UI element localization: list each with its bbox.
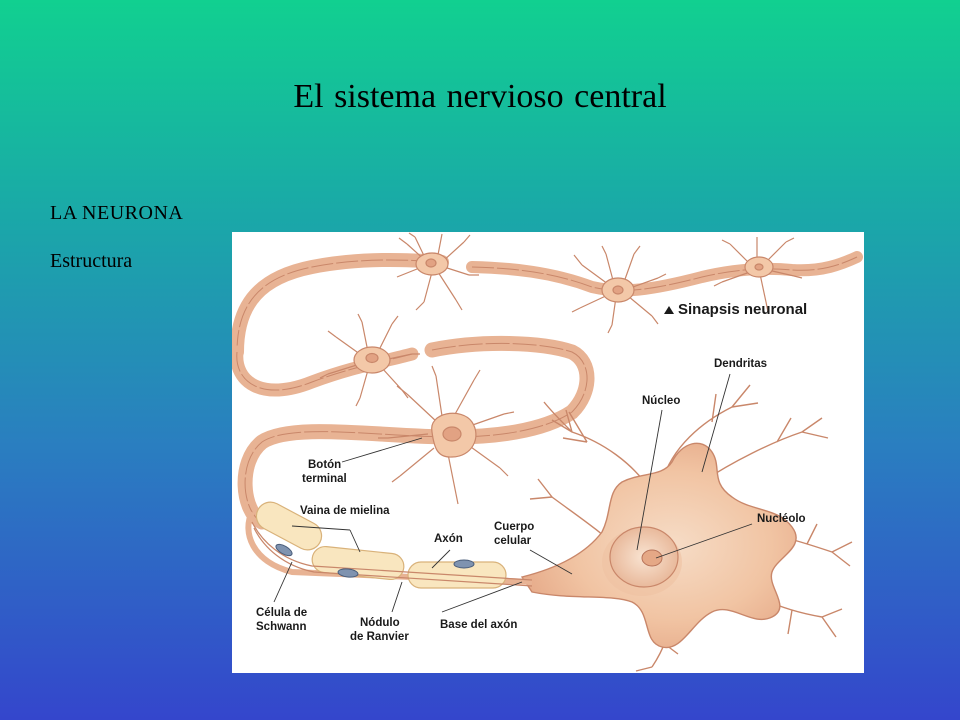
- label-base: Base del axón: [440, 619, 517, 631]
- label-vaina: Vaina de mielina: [300, 505, 390, 517]
- schwann-nucleus: [337, 568, 359, 578]
- schwann-nucleus: [453, 559, 475, 569]
- neuron-diagram: Sinapsis neuronal Dendritas Núcleo Nuclé…: [232, 232, 864, 673]
- label-celula-2: Schwann: [256, 621, 306, 633]
- small-neuron-2: [571, 245, 667, 334]
- subtitle-neurona: LA NEURONA: [50, 202, 184, 224]
- label-nucleo: Núcleo: [642, 395, 680, 407]
- small-neuron-4: [319, 313, 420, 407]
- small-neuron-5: [378, 365, 515, 505]
- myelinated-axon: [245, 501, 533, 589]
- label-celula-1: Célula de: [256, 607, 307, 619]
- small-neuron-1: [396, 232, 479, 311]
- label-cuerpo-1: Cuerpo: [494, 521, 534, 533]
- neuron-illustration: Sinapsis neuronal Dendritas Núcleo Nuclé…: [232, 232, 863, 672]
- small-neuron-3: [713, 237, 803, 313]
- diagram-labels: Sinapsis neuronal Dendritas Núcleo Nuclé…: [256, 301, 807, 643]
- slide-title: El sistema nervioso central: [293, 78, 667, 115]
- myelin-segment: [255, 501, 323, 551]
- label-nodulo-1: Nódulo: [360, 617, 400, 629]
- label-nucleolo: Nucléolo: [757, 513, 806, 525]
- label-dendritas: Dendritas: [714, 358, 767, 370]
- label-boton-2: terminal: [302, 473, 347, 485]
- label-cuerpo-2: celular: [494, 535, 532, 547]
- label-nodulo-2: de Ranvier: [350, 631, 409, 643]
- leader-lines: [273, 373, 753, 613]
- subtitle-estructura: Estructura: [50, 250, 133, 272]
- label-axon: Axón: [434, 533, 463, 545]
- schwann-nucleus: [275, 543, 293, 557]
- triangle-marker-icon: [664, 306, 674, 314]
- main-cell-body: [520, 442, 797, 649]
- label-boton-1: Botón: [308, 459, 341, 471]
- nucleolus: [641, 549, 663, 567]
- label-sinapsis: Sinapsis neuronal: [678, 301, 807, 318]
